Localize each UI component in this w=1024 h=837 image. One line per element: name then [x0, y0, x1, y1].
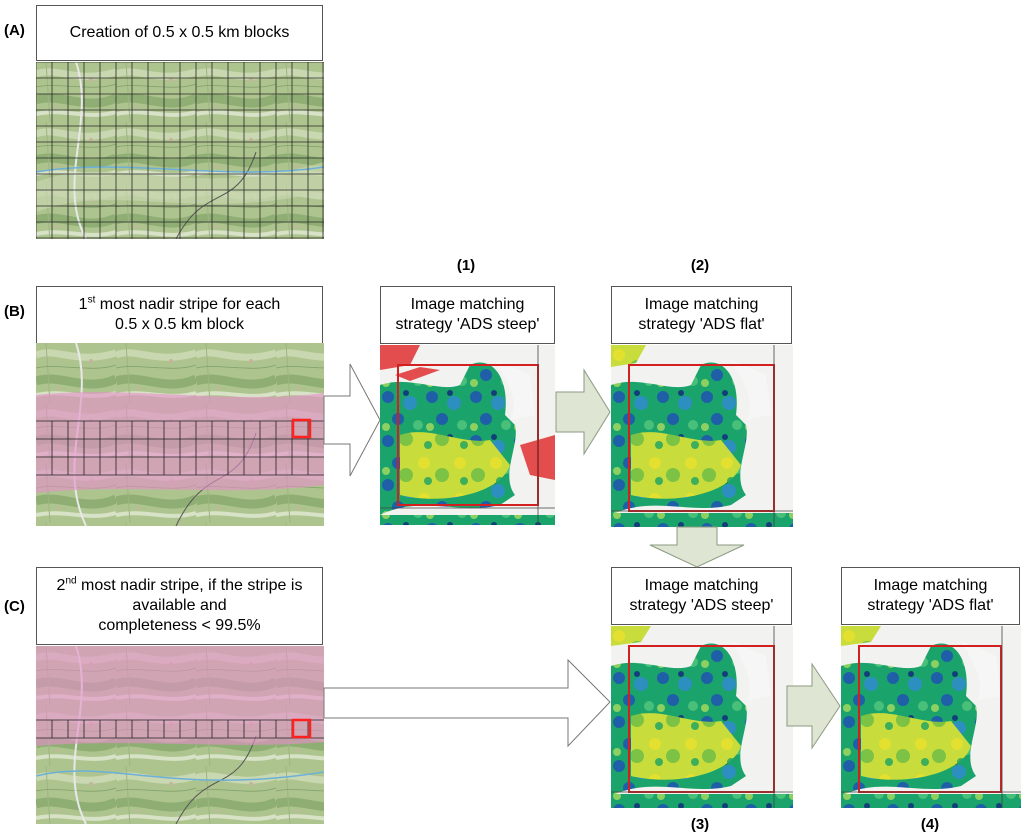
- nadir-stripe-c: [36, 646, 324, 746]
- arrow-map-c-to-step-3: [323, 658, 611, 748]
- map-c: [36, 646, 324, 824]
- step-4-caption-line2: strategy 'ADS flat': [867, 597, 994, 614]
- row-b-caption-box: 1st most nadir stripe for each 0.5 x 0.5…: [36, 286, 323, 344]
- arrow-step-2-to-step-3: [649, 526, 745, 568]
- step-3-caption-line2: strategy 'ADS steep': [629, 597, 774, 614]
- row-c-ordinal-suffix: nd: [65, 575, 77, 587]
- step-2-caption-line2: strategy 'ADS flat': [638, 316, 765, 333]
- map-a: [36, 62, 324, 239]
- row-c-caption-line3: completeness < 99.5%: [98, 617, 261, 634]
- dsm-panel-4: [841, 626, 1021, 808]
- arrow-step-3-to-step-4: [786, 662, 841, 750]
- step-2-caption-box: Image matching strategy 'ADS flat': [611, 286, 792, 344]
- map-a-grid: [36, 62, 324, 239]
- map-b-grid: [36, 420, 324, 476]
- arrow-step-1-to-step-2: [555, 368, 611, 456]
- step-1-caption-box: Image matching strategy 'ADS steep': [380, 286, 555, 344]
- row-b-label: (B): [4, 303, 25, 320]
- step-2-caption-line1: Image matching: [644, 296, 759, 313]
- step-4-number: (4): [920, 816, 940, 833]
- row-a-caption: Creation of 0.5 x 0.5 km blocks: [69, 24, 290, 41]
- arrow-map-b-to-step-1: [323, 363, 381, 477]
- row-b-caption-line2: 0.5 x 0.5 km block: [115, 316, 244, 333]
- map-b: [36, 343, 324, 526]
- row-c-caption-rest: most nadir stripe, if the stripe is: [76, 577, 303, 594]
- dsm-panel-2: [611, 345, 793, 527]
- row-a-caption-box: Creation of 0.5 x 0.5 km blocks: [36, 5, 323, 61]
- highlighted-block-b: [291, 418, 312, 439]
- highlighted-block-c: [291, 718, 312, 739]
- step-2-number: (2): [690, 257, 710, 274]
- dsm-panel-3: [611, 626, 793, 808]
- row-c-ordinal: 2: [56, 577, 66, 594]
- step-3-caption-box: Image matching strategy 'ADS steep': [611, 567, 792, 625]
- dsm-panel-1: [380, 345, 555, 525]
- row-c-caption-line2: available and: [132, 597, 227, 614]
- row-b-ordinal-suffix: st: [87, 294, 96, 306]
- step-1-number: (1): [456, 257, 476, 274]
- step-3-number: (3): [690, 816, 710, 833]
- step-1-caption-line1: Image matching: [410, 296, 525, 313]
- row-b-caption-rest: most nadir stripe for each: [95, 296, 281, 313]
- step-3-caption-line1: Image matching: [644, 577, 759, 594]
- row-b-caption-line1: 1st most nadir stripe for each: [79, 295, 281, 315]
- step-1-caption-line2: strategy 'ADS steep': [395, 316, 540, 333]
- step-4-caption-line1: Image matching: [873, 577, 988, 594]
- row-a-label: (A): [4, 22, 25, 39]
- row-c-caption-line1: 2nd most nadir stripe, if the stripe is: [57, 576, 303, 596]
- step-4-caption-box: Image matching strategy 'ADS flat': [841, 567, 1020, 625]
- row-c-label: (C): [4, 598, 25, 615]
- row-b-ordinal: 1: [78, 296, 88, 313]
- row-c-caption-box: 2nd most nadir stripe, if the stripe is …: [36, 567, 323, 645]
